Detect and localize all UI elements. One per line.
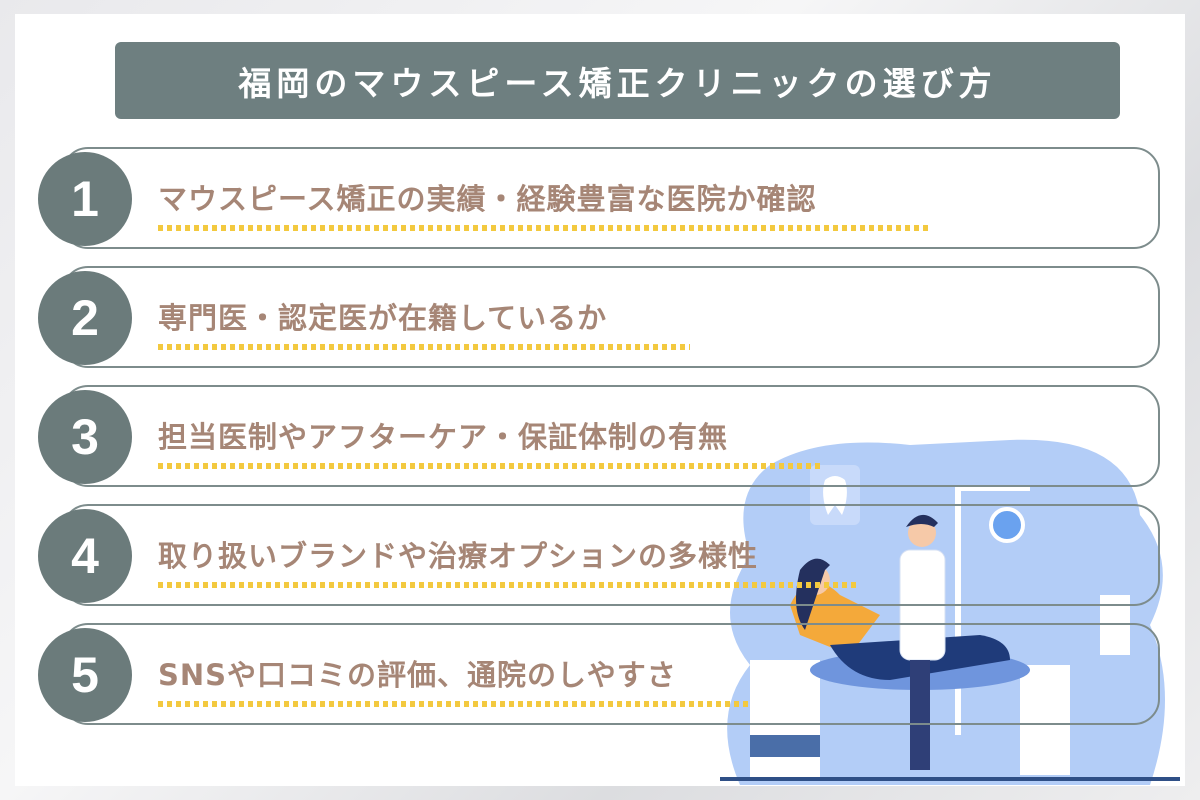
- list-item-label: 担当医制やアフターケア・保証体制の有無: [158, 420, 729, 454]
- step-number-badge: 1: [38, 152, 132, 246]
- dotted-underline: [158, 582, 856, 588]
- list-item-label: SNSや口コミの評価、通院のしやすさ: [158, 658, 677, 692]
- step-number-badge: 2: [38, 271, 132, 365]
- dotted-underline: [158, 225, 930, 231]
- list-item-label: 取り扱いブランドや治療オプションの多様性: [158, 539, 759, 573]
- dotted-underline: [158, 701, 750, 707]
- page-title: 福岡のマウスピース矯正クリニックの選び方: [115, 42, 1120, 119]
- dental-clinic-illustration: [720, 439, 1180, 785]
- dotted-underline: [158, 344, 690, 350]
- step-number-badge: 3: [38, 390, 132, 484]
- list-item-label: 専門医・認定医が在籍しているか: [158, 301, 608, 335]
- dotted-underline: [158, 463, 822, 469]
- list-item-label: マウスピース矯正の実績・経験豊富な医院か確認: [158, 182, 817, 216]
- step-number-badge: 4: [38, 509, 132, 603]
- step-number-badge: 5: [38, 628, 132, 722]
